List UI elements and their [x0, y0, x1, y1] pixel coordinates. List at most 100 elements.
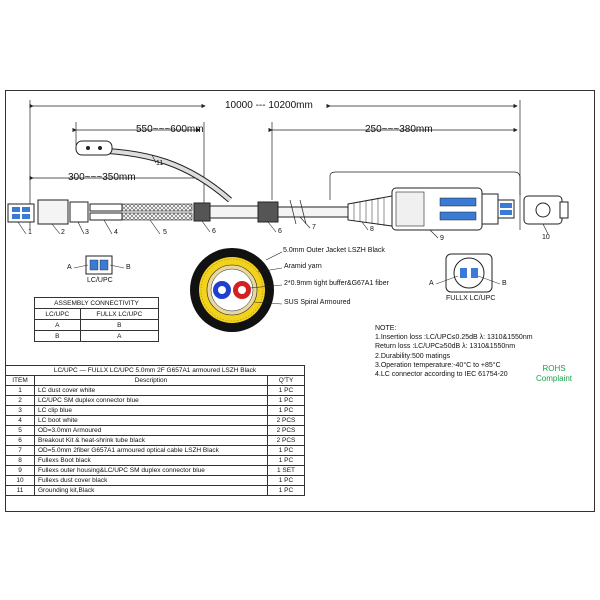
bom-cell-qty: 1 SET: [267, 465, 305, 476]
bom-cell-qty: 1 PC: [267, 445, 305, 456]
bom-cell-description: Fullexs Boot black: [34, 455, 268, 466]
callout-6b: 6: [278, 228, 282, 235]
connectivity-cell: B: [79, 319, 160, 331]
bom-header-item: ITEM: [5, 375, 35, 386]
fullax-end-view: [435, 253, 501, 293]
fullax-view-label: FULLX LC/UPC: [446, 295, 496, 302]
rohs-line-1: ROHS: [542, 364, 566, 373]
bom-cell-item: 6: [5, 435, 35, 446]
dim-fanout: 300~~~350mm: [68, 172, 136, 183]
lc-view-label: LC/UPC: [87, 277, 113, 284]
bom-cell-qty: 2 PCS: [267, 425, 305, 436]
callout-7: 7: [312, 224, 316, 231]
callout-6a: 6: [212, 228, 216, 235]
note-line: 3.Operation temperature:-40°C to +85°C: [375, 361, 501, 369]
fullax-label-b: B: [502, 280, 507, 287]
notes-block: NOTE: 1.Insertion loss :LC/UPC≤0.25dB λ:…: [375, 324, 533, 379]
bom-cell-qty: 1 PC: [267, 395, 305, 406]
rohs-label: ROHS Complaint: [536, 364, 572, 384]
bom-cell-description: OD=5.0mm 2fiber G657A1 armoured optical …: [34, 445, 268, 456]
rohs-line-2: Complaint: [536, 374, 573, 383]
callout-1: 1: [28, 229, 32, 236]
bom-cell-qty: 2 PCS: [267, 415, 305, 426]
connectivity-row: A B: [34, 319, 160, 331]
connectivity-table: ASSEMBLY CONNECTIVITY LC/UPC FULLX LC/UP…: [34, 297, 160, 342]
note-line: 4.LC connector according to IEC 61754-20: [375, 371, 508, 379]
bom-cell-description: Fullexs dust cover black: [34, 475, 268, 486]
bom-cell-description: Grounding kit,Black: [34, 485, 268, 496]
bom-cell-qty: 1 PC: [267, 485, 305, 496]
connectivity-header-lc: LC/UPC: [34, 308, 81, 320]
bom-cell-item: 5: [5, 425, 35, 436]
fullax-label-a: A: [429, 280, 434, 287]
bom-cell-item: 3: [5, 405, 35, 416]
bom-cell-qty: 2 PCS: [267, 435, 305, 446]
callout-10: 10: [542, 234, 550, 241]
bom-title: LC/UPC — FULLX LC/UPC 5.0mm 2F G657A1 ar…: [5, 365, 305, 376]
bom-cell-qty: 1 PC: [267, 455, 305, 466]
callout-8: 8: [370, 226, 374, 233]
bom-cell-item: 7: [5, 445, 35, 456]
note-line: Return loss :LC/UPC≥50dB λ: 1310&1550nm: [375, 343, 516, 351]
connectivity-header-fullx: FULLX LC/UPC: [79, 308, 160, 320]
dim-fullax-end: 250~~~380mm: [365, 124, 433, 135]
bom-cell-item: 11: [5, 485, 35, 496]
bom-cell-description: LC boot white: [34, 415, 268, 426]
bom-cell-item: 2: [5, 395, 35, 406]
label-spiral-armoured: SUS Spiral Armoured: [284, 299, 351, 306]
connectivity-title: ASSEMBLY CONNECTIVITY: [34, 297, 159, 309]
lc-label-a: A: [67, 264, 72, 271]
bom-cell-description: OD=3.0mm Armoured: [34, 425, 268, 436]
bom-cell-description: LC dust cover white: [34, 385, 268, 396]
drawing-frame: [5, 90, 595, 512]
cable-assembly: [7, 140, 569, 231]
callout-leaders: [17, 154, 549, 239]
bom-cell-description: LC/UPC SM duplex connector blue: [34, 395, 268, 406]
bom-cell-description: Fullexs outer housing&LC/UPC SM duplex c…: [34, 465, 268, 476]
lc-end-view: [73, 255, 125, 275]
dim-overall: 10000 --- 10200mm: [225, 100, 313, 111]
cable-cross-section: [190, 248, 283, 332]
connectivity-row: B A: [34, 330, 160, 342]
label-tight-buffer: 2*0.9mm tight buffer&G67A1 fiber: [284, 280, 389, 287]
bom-header-description: Description: [34, 375, 268, 386]
callout-4: 4: [114, 229, 118, 236]
bom-cell-item: 10: [5, 475, 35, 486]
bom-header-qty: Q'TY: [267, 375, 305, 386]
callout-5: 5: [163, 229, 167, 236]
lc-label-b: B: [126, 264, 131, 271]
label-outer-jacket: 5.0mm Outer Jacket LSZH Black: [283, 247, 385, 254]
bom-cell-item: 1: [5, 385, 35, 396]
callout-2: 2: [61, 229, 65, 236]
connectivity-cell: A: [34, 319, 81, 331]
bom-cell-qty: 1 PC: [267, 385, 305, 396]
callout-9: 9: [440, 235, 444, 242]
dim-ground-branch: 550~~~600mm: [136, 124, 204, 135]
bom-cell-description: LC clip blue: [34, 405, 268, 416]
bom-cell-item: 8: [5, 455, 35, 466]
bom-cell-item: 4: [5, 415, 35, 426]
note-line: 1.Insertion loss :LC/UPC≤0.25dB λ: 1310&…: [375, 334, 533, 342]
bom-cell-qty: 1 PC: [267, 475, 305, 486]
callout-3: 3: [85, 229, 89, 236]
bom-table: LC/UPC — FULLX LC/UPC 5.0mm 2F G657A1 ar…: [5, 365, 305, 496]
bom-cell-qty: 1 PC: [267, 405, 305, 416]
connectivity-cell: A: [79, 330, 160, 342]
label-aramid-yarn: Aramid yarn: [284, 263, 322, 270]
notes-title: NOTE:: [375, 325, 397, 332]
callout-11: 11: [156, 160, 164, 167]
connectivity-cell: B: [34, 330, 81, 342]
note-line: 2.Durability:500 matings: [375, 352, 451, 360]
